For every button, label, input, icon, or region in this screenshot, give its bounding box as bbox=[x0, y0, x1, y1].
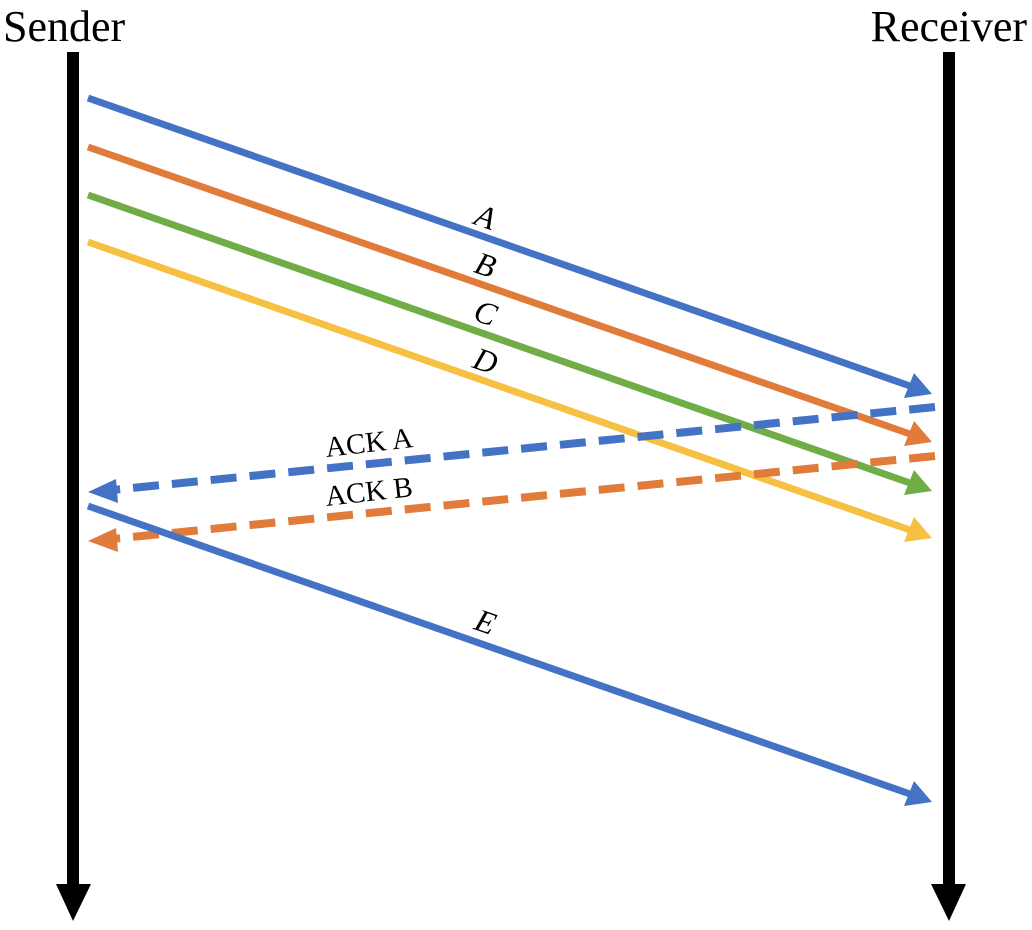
receiver-lifeline bbox=[931, 52, 966, 921]
ack-a-arrow bbox=[88, 403, 936, 503]
message-d-label: D bbox=[468, 339, 503, 381]
ack-a-label: ACK A bbox=[324, 422, 415, 464]
message-a-arrow bbox=[86, 94, 932, 398]
message-a-label: A bbox=[469, 196, 502, 237]
ack-b-arrow bbox=[88, 452, 936, 552]
ack-b-label: ACK B bbox=[324, 471, 415, 513]
message-e-label: E bbox=[470, 601, 502, 642]
sender-lifeline bbox=[56, 52, 91, 921]
message-b-arrow bbox=[86, 143, 932, 446]
message-d-arrow bbox=[86, 238, 932, 542]
sender-label: Sender bbox=[3, 2, 126, 51]
message-c-arrow bbox=[86, 191, 932, 495]
message-b-label: B bbox=[470, 244, 500, 284]
message-e-arrow bbox=[86, 502, 932, 806]
receiver-label: Receiver bbox=[871, 2, 1028, 51]
message-c-label: C bbox=[470, 292, 503, 333]
